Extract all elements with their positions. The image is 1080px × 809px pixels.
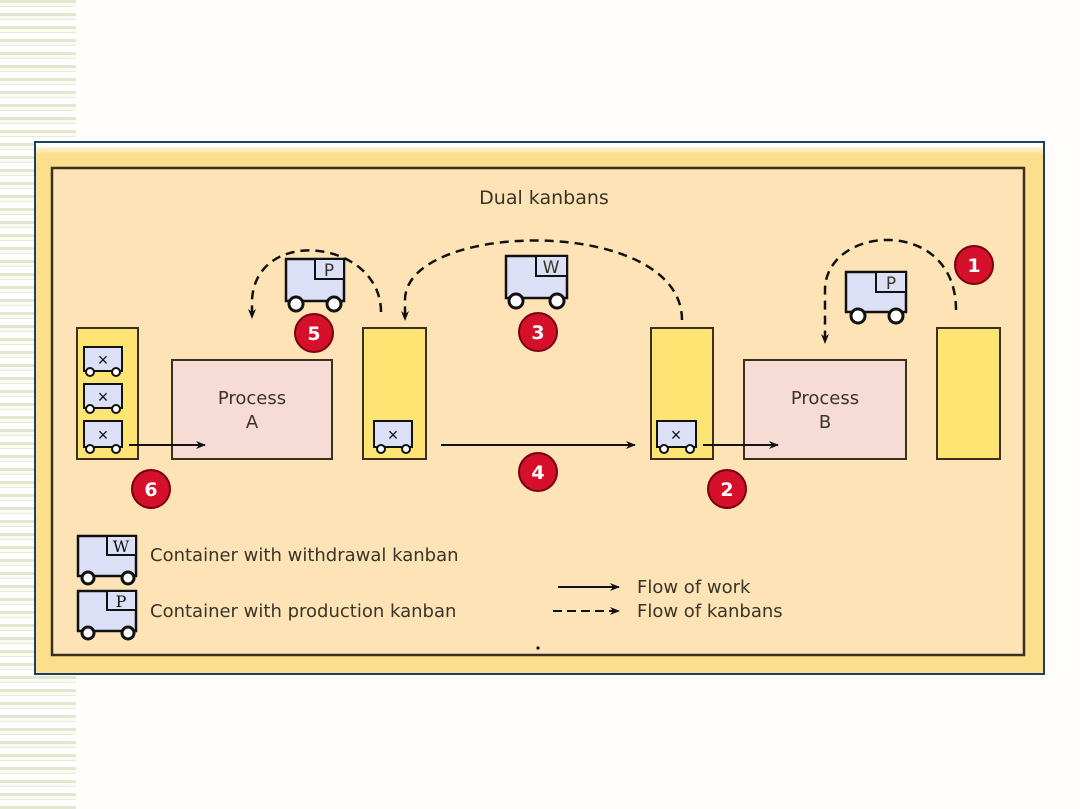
step-badge-2: 2 — [707, 469, 747, 509]
process-b-label-line1: Process — [791, 388, 859, 409]
footer-dot — [536, 646, 540, 650]
step-badge-4: 4 — [518, 452, 558, 492]
item-container: × — [83, 346, 123, 377]
item-container: × — [83, 383, 123, 414]
kanban-flow-loop-3 — [401, 239, 684, 321]
step-badge-1: 1 — [954, 245, 994, 285]
production-card-letter: P — [324, 261, 334, 281]
item-mark-icon: × — [388, 425, 399, 445]
step-number: 1 — [967, 255, 980, 277]
item-mark-icon: × — [671, 425, 682, 445]
step-number: 4 — [531, 462, 544, 484]
step-badge-6: 6 — [131, 469, 171, 509]
step-badge-5: 5 — [294, 313, 334, 353]
withdrawal-card-letter: W — [543, 258, 560, 278]
legend-withdrawal-label: Container with withdrawal kanban — [150, 545, 459, 566]
item-container: × — [373, 420, 413, 454]
item-mark-icon: × — [98, 425, 109, 445]
production-card-letter: P — [886, 274, 896, 294]
item-mark-icon: × — [98, 350, 109, 370]
kanban-flow-loop-1 — [821, 238, 958, 344]
step-number: 3 — [531, 322, 544, 344]
kanban-flow-loop-5 — [248, 249, 383, 319]
process-a-label-line1: Process — [218, 388, 286, 409]
item-mark-icon: × — [98, 387, 109, 407]
legend-flow-work-label: Flow of work — [637, 577, 751, 598]
step-badge-3: 3 — [518, 312, 558, 352]
process-b-label-line2: B — [819, 412, 831, 433]
legend-w-letter: W — [113, 537, 130, 556]
legend-flow-kanbans-label: Flow of kanbans — [637, 601, 783, 622]
legend-withdrawal-cart-icon: W — [76, 534, 138, 586]
step-number: 5 — [307, 323, 320, 345]
item-container: × — [83, 420, 123, 454]
diagram-title: Dual kanbans — [479, 187, 609, 209]
legend: W Container with withdrawal kanban P Con… — [76, 534, 783, 641]
legend-p-letter: P — [116, 592, 127, 611]
withdrawal-kanban-cart: W — [504, 254, 569, 310]
production-kanban-cart: P — [844, 270, 908, 325]
process-a-label-line2: A — [246, 412, 259, 433]
step-number: 2 — [720, 479, 733, 501]
item-container: × — [656, 420, 697, 454]
store-outbound-b — [936, 327, 1001, 460]
step-number: 6 — [144, 479, 157, 501]
production-kanban-cart: P — [284, 257, 346, 313]
legend-production-label: Container with production kanban — [150, 601, 456, 622]
legend-production-cart-icon: P — [76, 589, 138, 641]
process-a-box: Process A — [171, 359, 333, 460]
